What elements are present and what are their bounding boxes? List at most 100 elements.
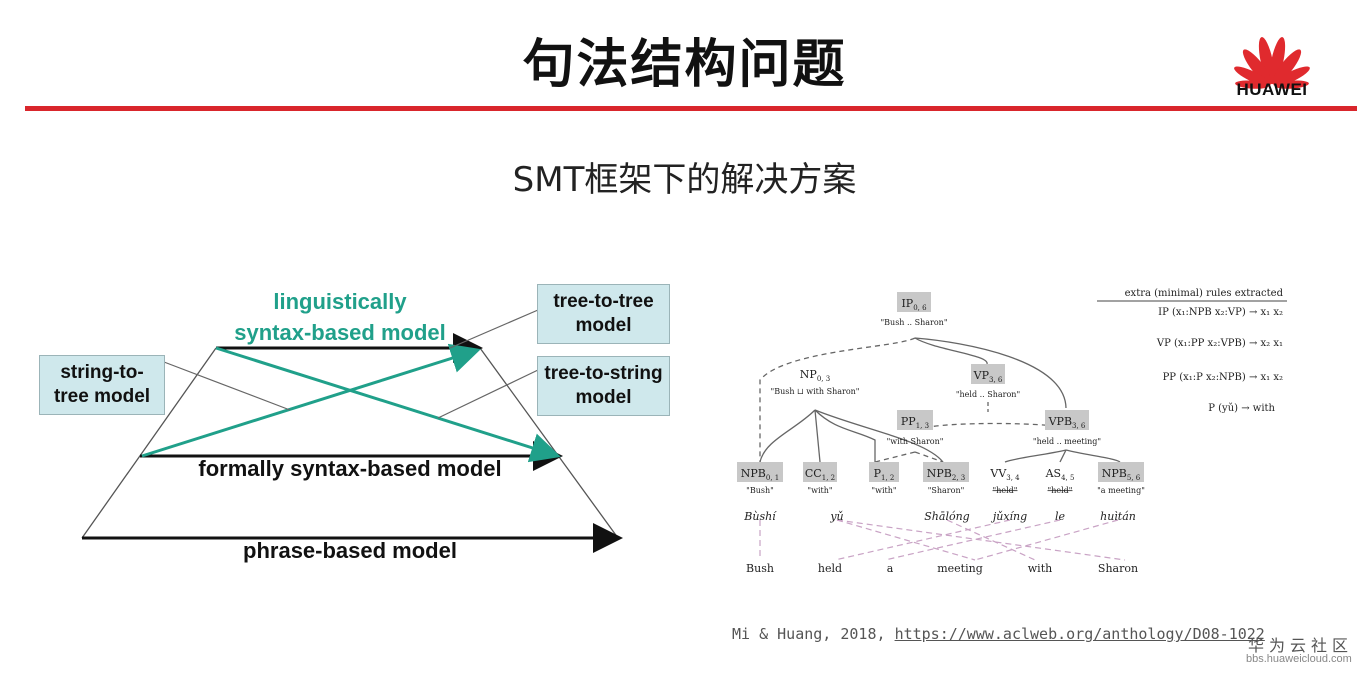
node-span: 0, 1 (766, 474, 779, 482)
title-divider (25, 106, 1357, 111)
citation-link[interactable]: https://www.aclweb.org/anthology/D08-102… (894, 625, 1265, 643)
tree-to-string-label: tree-to-string model (544, 363, 663, 408)
edge (914, 337, 1067, 409)
pointer-tree-to-string (437, 369, 539, 419)
source-word: le (1055, 510, 1066, 523)
target-word: meeting (937, 562, 983, 575)
align-link (836, 519, 1126, 561)
node-box (1045, 410, 1089, 430)
page-title: 句法结构问题 (522, 35, 847, 95)
watermark-brand: 华为云社区 (1248, 636, 1354, 655)
node-gloss: "Bush ⊔ with Sharon" (771, 387, 860, 396)
logo-petal (1235, 80, 1270, 89)
source-word: jǔxíng (990, 510, 1027, 523)
logo-petal (1242, 49, 1272, 85)
huawei-logo (1234, 37, 1310, 89)
node-box (923, 462, 969, 482)
edge (924, 422, 1067, 429)
target-word: with (1028, 562, 1052, 575)
source-word: yǔ (829, 510, 843, 523)
align-link (834, 519, 1011, 561)
logo-petal (1269, 37, 1286, 85)
model-pyramid-diagram (81, 309, 623, 553)
tree-to-string-box: tree-to-string model (537, 356, 670, 416)
pointer-tree-to-tree (449, 309, 539, 349)
node-box (971, 364, 1005, 384)
node-label: VV3, 4 (989, 467, 1020, 482)
node-span: 3, 4 (1006, 474, 1020, 482)
node-span: 5, 6 (1127, 474, 1141, 482)
edge (759, 337, 916, 462)
rules-header: extra (minimal) rules extracted (1125, 288, 1284, 299)
node-gloss: "a meeting" (1097, 486, 1145, 495)
logo-petal (1234, 66, 1271, 87)
align-link (946, 519, 1036, 561)
node-gloss: "Bush .. Sharon" (880, 318, 947, 327)
align-link (836, 519, 976, 561)
node-span: 1, 2 (822, 474, 835, 482)
target-word: Bush (746, 562, 774, 575)
node-gloss: "held .. Sharon" (956, 390, 1020, 399)
target-word: a (887, 562, 894, 575)
linguistic-model-label: linguistically syntax-based model (234, 289, 446, 345)
slide-subtitle: SMT框架下的解决方案 (512, 160, 857, 200)
parse-tree-figure: IP0, 6 "Bush .. Sharon" NP0, 3 "Bush ⊔ w… (737, 288, 1287, 575)
edge (1059, 449, 1067, 463)
node-box (869, 462, 899, 482)
phrase-model-label: phrase-based model (243, 538, 457, 563)
node-label: NP0, 3 (800, 368, 830, 383)
align-link (884, 519, 1061, 561)
tree-edges (759, 337, 1121, 463)
node-gloss: "held" (1048, 486, 1073, 495)
node-span: 4, 5 (1061, 474, 1074, 482)
edge (1065, 449, 1121, 463)
node-box (897, 410, 933, 430)
node-span: 0, 3 (817, 375, 830, 383)
string-to-tree-box: string-to- tree model (39, 355, 165, 415)
node-gloss: "Bush" (746, 486, 774, 495)
node-span: 3, 6 (1072, 422, 1086, 430)
edge (914, 451, 944, 463)
source-word: Bùshí (743, 510, 777, 523)
node-box (1098, 462, 1144, 482)
string-to-tree-label: string-to- tree model (53, 362, 151, 407)
edge (1004, 449, 1067, 463)
rule-line: IP (x₁:NPB x₂:VP) → x₁ x₂ (1158, 307, 1283, 318)
node-gloss: "Sharon" (928, 486, 965, 495)
rule-line: PP (x₁:P x₂:NPB) → x₁ x₂ (1163, 372, 1283, 383)
node-gloss: "held .. meeting" (1033, 437, 1101, 446)
logo-petal (1274, 80, 1309, 89)
edge (759, 409, 816, 463)
watermark-url: bbs.huaweicloud.com (1246, 653, 1352, 665)
target-word: Sharon (1098, 562, 1138, 575)
pointer-string-to-tree (163, 361, 291, 411)
node-span: 2, 3 (952, 474, 965, 482)
source-word: huìtán (1100, 510, 1136, 523)
citation-text: Mi & Huang, 2018, (732, 625, 895, 643)
tree-to-tree-label: tree-to-tree model (553, 291, 654, 336)
logo-petal (1272, 49, 1302, 85)
node-gloss: "with" (871, 486, 896, 495)
node-span: 1, 3 (916, 422, 929, 430)
teal-arrow-tree-to-string (215, 346, 561, 463)
node-box (803, 462, 837, 482)
node-gloss: "with" (807, 486, 832, 495)
node-box (897, 292, 931, 312)
target-word: held (818, 562, 842, 575)
node-span: 3, 6 (989, 376, 1003, 384)
formal-model-label: formally syntax-based model (198, 456, 502, 481)
rule-line: P (yǔ) → with (1208, 403, 1275, 414)
node-gloss: "with Sharon" (887, 437, 944, 446)
edge (814, 409, 876, 462)
rule-line: VP (x₁:PP x₂:VPB) → x₂ x₁ (1156, 338, 1283, 349)
teal-arrow-string-to-tree (141, 343, 481, 458)
node-span: 1, 2 (881, 474, 894, 482)
node-gloss: "held" (993, 486, 1018, 495)
align-link (974, 519, 1119, 561)
edge (874, 451, 916, 463)
edge (914, 337, 988, 365)
node-label: AS4, 5 (1045, 467, 1075, 482)
node-box (737, 462, 783, 482)
edge (814, 409, 944, 463)
source-word: Shālóng (924, 510, 969, 523)
